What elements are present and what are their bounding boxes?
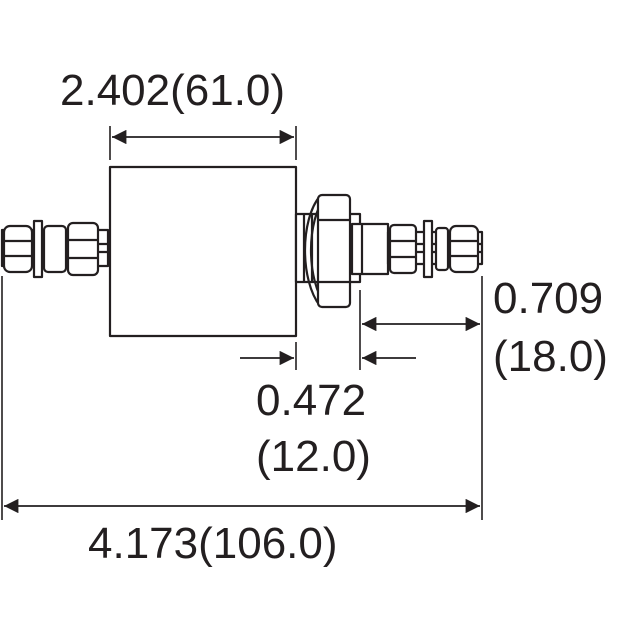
flange-gap-mm-label: (12.0) [256,432,371,481]
right-terminal [294,193,484,309]
end-length-inch-label: 0.709 [493,274,604,323]
extension-lines [1,126,483,520]
filter-body [108,165,298,338]
end-length-mm-label: (18.0) [493,332,608,381]
flange-gap-inch-label: 0.472 [256,376,367,425]
body-length-label: 2.402(61.0) [60,66,286,115]
overall-length-label: 4.173(106.0) [88,519,338,568]
left-terminal [0,219,110,279]
